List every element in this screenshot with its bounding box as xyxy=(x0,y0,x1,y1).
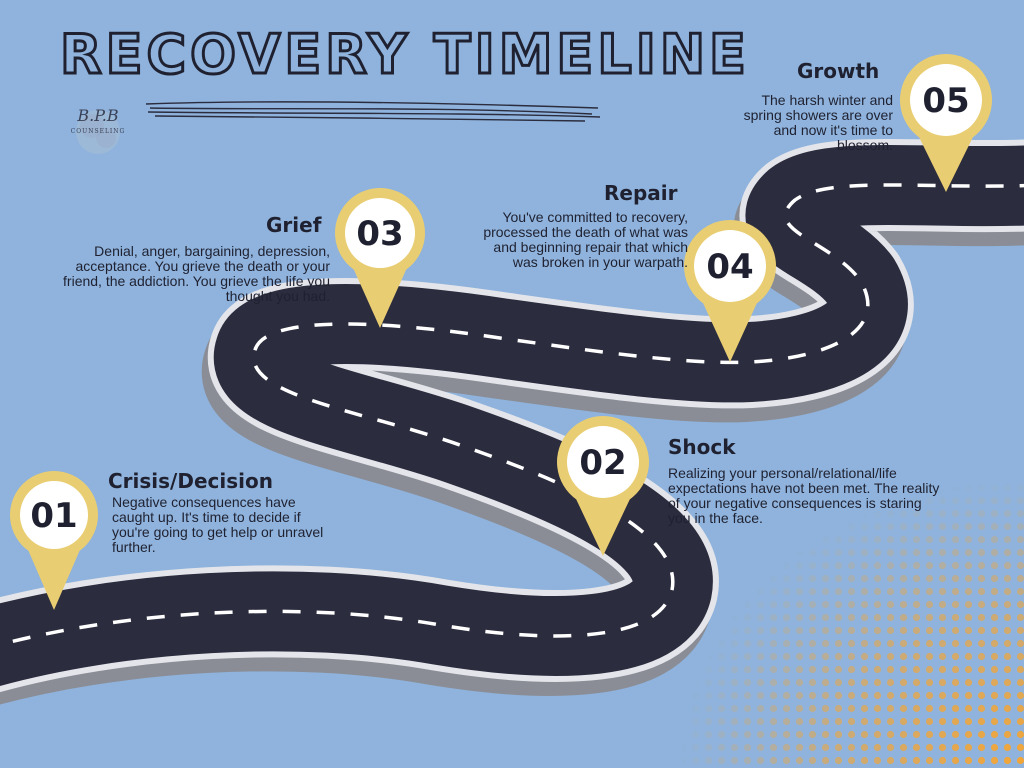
step-number-05: 05 xyxy=(922,81,969,121)
title-underline-scribble xyxy=(145,101,601,122)
milestone-pins: 01 02 03 04 05 xyxy=(10,53,992,610)
step-number-02: 02 xyxy=(579,443,626,483)
pin-repair: 04 xyxy=(684,220,776,362)
logo-initials: B.P.B xyxy=(77,106,119,125)
step-title-growth: Growth xyxy=(797,59,880,83)
road-centerline xyxy=(0,183,1024,647)
pin-inner-circle xyxy=(567,426,639,498)
pin-inner-circle xyxy=(345,198,415,268)
logo-subtitle: COUNSELING xyxy=(70,128,126,135)
road xyxy=(0,139,1024,705)
step-number-01: 01 xyxy=(30,496,77,536)
pin-crisis-decision: 01 xyxy=(10,471,99,610)
step-description-shock: Realizing your personal/relational/life … xyxy=(668,465,940,526)
pin-growth: 05 xyxy=(899,53,992,192)
step-title-shock: Shock xyxy=(668,435,736,459)
logo-mark xyxy=(76,110,120,154)
step-title-grief: Grief xyxy=(266,213,322,237)
step-title-repair: Repair xyxy=(604,181,678,205)
counseling-logo: B.P.B COUNSELING xyxy=(68,100,128,156)
step-description-repair: You've committed to recovery, processed … xyxy=(483,209,688,270)
halftone-dots xyxy=(680,480,1024,768)
pin-inner-circle xyxy=(910,64,982,136)
pin-shock: 02 xyxy=(557,416,650,556)
step-description-grief: Denial, anger, bargaining, depression, a… xyxy=(63,243,330,304)
step-description-growth: The harsh winter and spring showers are … xyxy=(743,92,893,153)
pin-inner-circle xyxy=(20,481,88,549)
step-description-crisis-decision: Negative consequences have caught up. It… xyxy=(112,494,324,555)
page-title: RECOVERY TIMELINE xyxy=(59,23,750,86)
step-number-03: 03 xyxy=(356,214,403,254)
step-number-04: 04 xyxy=(706,247,753,287)
step-title-crisis-decision: Crisis/Decision xyxy=(108,469,273,493)
pin-grief: 03 xyxy=(335,188,426,328)
pin-inner-circle xyxy=(694,230,766,302)
